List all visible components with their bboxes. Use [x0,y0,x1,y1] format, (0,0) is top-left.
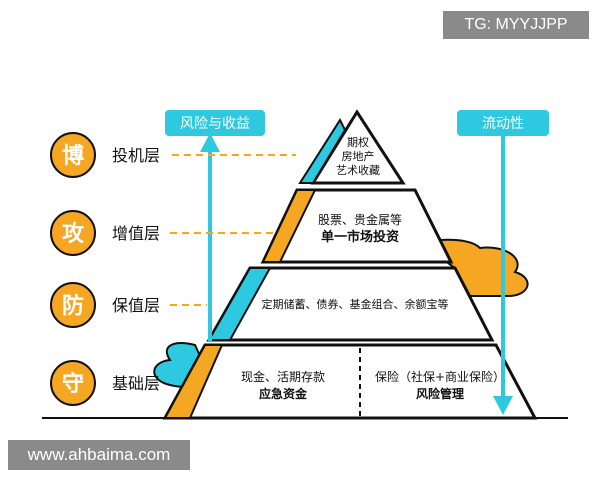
top-layer-cyan-side [298,117,347,184]
layer-name: 投机层 [112,146,160,165]
layer-char: 攻 [62,221,85,247]
liquidity-arrow-head [493,396,513,415]
base-right-line-2: 风险管理 [416,386,464,401]
second-line-2: 单一市场投资 [321,229,399,245]
top-line-3: 艺术收藏 [336,163,380,177]
layer-name: 基础层 [112,374,160,393]
layer-circle [50,282,96,328]
liquidity-label: 流动性 [482,116,524,132]
layer-circle [50,360,96,406]
watermark: www.ahbaima.com [8,440,190,470]
layer-circle [50,132,96,178]
third-line-1: 定期储蓄、债券、基金组合、余额宝等 [262,297,449,311]
base-left-line-1: 现金、活期存款 [241,369,325,384]
layer-name: 保值层 [112,296,160,315]
layer-name: 增值层 [112,224,160,243]
layer-row-growth: 攻 增值层 [50,210,160,256]
second-line-1: 股票、贵金属等 [318,212,402,227]
layer-char: 防 [62,294,84,319]
layer-char: 守 [62,371,84,397]
base-left-line-2: 应急资金 [259,386,308,401]
layer-row-base: 守 基础层 [50,360,160,406]
liquidity-label-box [457,110,549,136]
layer-char: 博 [62,143,84,169]
top-line-2: 房地产 [342,149,375,163]
risk-arrow-head [200,133,220,152]
layer-row-speculative: 博 投机层 [50,132,160,178]
third-layer-cyan-side [207,267,272,341]
top-line-1: 期权 [347,136,369,149]
base-right-line-1: 保险（社保+商业保险） [375,369,505,384]
layer-circle [50,210,96,256]
second-layer-orange-side [261,189,317,263]
layer-row-preserve: 防 保值层 [50,282,160,328]
risk-label: 风险与收益 [180,116,250,132]
base-layer-orange-side [163,344,224,419]
corner-tag: TG: MYYJJPP [443,11,589,39]
risk-label-box [165,110,265,136]
